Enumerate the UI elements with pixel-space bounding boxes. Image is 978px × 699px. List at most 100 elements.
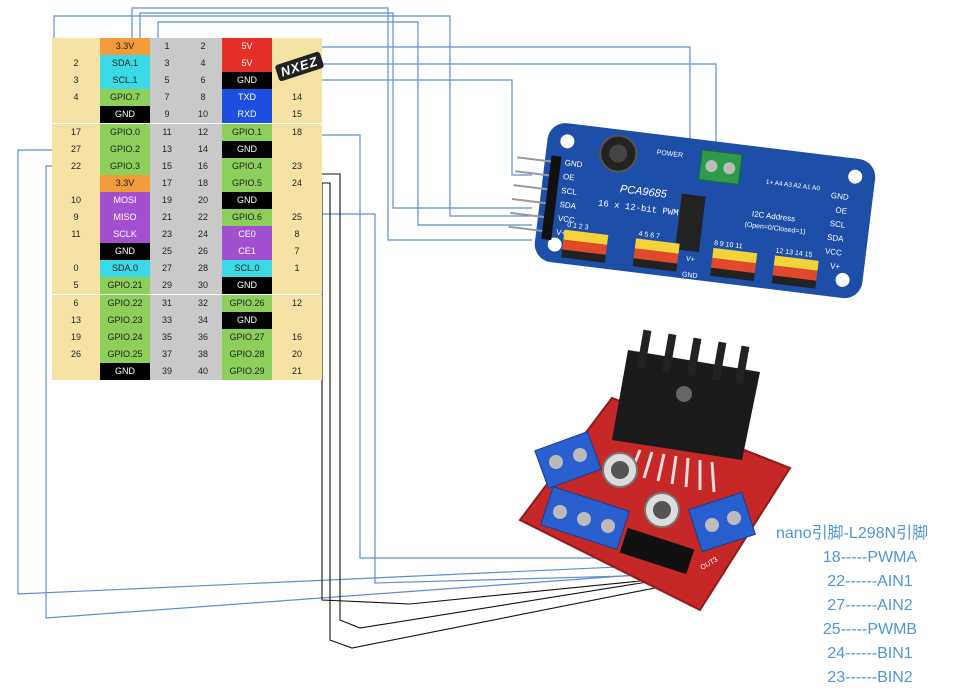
pin-name-right: GPIO.28 (222, 345, 272, 363)
physical-pin-left: 9 (150, 106, 184, 124)
pin-name-right: GND (222, 140, 272, 158)
physical-pin-left: 35 (150, 328, 184, 346)
wire-hook (53, 15, 532, 217)
pin-name-right: GPIO.6 (222, 209, 272, 226)
l298n-capacitors (602, 452, 680, 528)
pin-name-left: GPIO.7 (100, 89, 150, 107)
physical-pin-right: 26 (184, 243, 222, 261)
pca-left-pin-1: OE (563, 172, 576, 182)
l298n-control-header (619, 527, 695, 575)
pin-name-right: GPIO.1 (222, 123, 272, 141)
bcm-left: 0 (52, 260, 100, 278)
bcm-right: 25 (272, 209, 322, 226)
pin-name-left: GPIO.0 (100, 123, 150, 141)
pin-name-left: GND (100, 106, 150, 124)
bcm-left: 17 (52, 123, 100, 141)
wire-sda-sda (139, 12, 532, 209)
bcm-right: 16 (272, 328, 322, 346)
pin-name-right: RXD (222, 106, 272, 124)
bcm-left (52, 38, 100, 55)
pin-name-left: GPIO.25 (100, 345, 150, 363)
pca9685-terminal-block (698, 149, 743, 186)
pin-name-left: MISO (100, 209, 150, 226)
bcm-right: 1 (272, 260, 322, 278)
physical-pin-left: 19 (150, 191, 184, 209)
pin-name-right: GND (222, 191, 272, 209)
pca-gnd-label: GND (682, 271, 698, 280)
legend-line: 22------AIN1 (827, 573, 913, 590)
pin-name-left: SDA.1 (100, 55, 150, 73)
bcm-right (272, 38, 322, 55)
bcm-left: 22 (52, 157, 100, 175)
pin-name-left: GPIO.2 (100, 140, 150, 158)
pca9685-power-label: POWER (656, 149, 683, 159)
bcm-left: 5 (52, 277, 100, 295)
bcm-left: 3 (52, 72, 100, 90)
wire-gpio23 (295, 173, 661, 629)
pca-channel-group-1: 4 5 6 7 (638, 231, 660, 241)
pca-left-pin-0: GND (564, 158, 583, 169)
pin-name-left: GND (100, 243, 150, 261)
bcm-right (272, 277, 322, 295)
bcm-right: 14 (272, 89, 322, 107)
pin-name-left: GPIO.23 (100, 311, 150, 329)
bcm-left: 26 (52, 345, 100, 363)
pca-vplus-label: V+ (685, 256, 695, 264)
bcm-right: 8 (272, 226, 322, 244)
wire-gpio27 (17, 149, 641, 595)
pin-name-right: GPIO.4 (222, 157, 272, 175)
pin-name-right: TXD (222, 89, 272, 107)
bcm-left (52, 174, 100, 192)
physical-pin-left: 7 (150, 89, 184, 107)
pca-left-pin-2: SCL (561, 186, 578, 197)
bcm-left: 9 (52, 209, 100, 226)
l298n-heatsink (612, 329, 760, 460)
legend-line: 27------AIN2 (827, 597, 913, 614)
pin-name-left: MOSI (100, 191, 150, 209)
physical-pin-right: 38 (184, 345, 222, 363)
physical-pin-right: 22 (184, 209, 222, 226)
physical-pin-right: 12 (184, 123, 222, 141)
physical-pin-right: 20 (184, 191, 222, 209)
bcm-left: 27 (52, 140, 100, 158)
pin-name-left: 3.3V (100, 38, 150, 55)
bcm-left: 13 (52, 311, 100, 329)
pca9685-right-labels: GND OE SCL SDA VCC V+ (824, 191, 849, 272)
pca9685-left-labels: GND OE SCL SDA VCC V+ (556, 158, 583, 238)
pca-right-pin-5: V+ (830, 261, 841, 271)
bcm-right (272, 191, 322, 209)
physical-pin-right: 8 (184, 89, 222, 107)
physical-pin-right: 4 (184, 55, 222, 73)
pin-name-left: SCL.1 (100, 72, 150, 90)
bcm-right: 20 (272, 345, 322, 363)
pin-name-right: GND (222, 311, 272, 329)
pca9685-chip-label: PCA9685 (619, 183, 668, 201)
pca-left-pin-3: SDA (559, 200, 577, 211)
bcm-right: 7 (272, 243, 322, 261)
physical-pin-left: 23 (150, 226, 184, 244)
pin-name-left: GPIO.21 (100, 277, 150, 295)
pin-name-right: GND (222, 277, 272, 295)
bcm-left (52, 243, 100, 261)
l298n-terminals (534, 430, 757, 553)
bcm-left: 2 (52, 55, 100, 73)
pca9685-chip (675, 193, 706, 253)
pin-name-left: GPIO.24 (100, 328, 150, 346)
physical-pin-right: 18 (184, 174, 222, 192)
pca-right-pin-2: SCL (829, 219, 846, 230)
legend-line: 24------BIN1 (827, 645, 913, 662)
physical-pin-right: 30 (184, 277, 222, 295)
